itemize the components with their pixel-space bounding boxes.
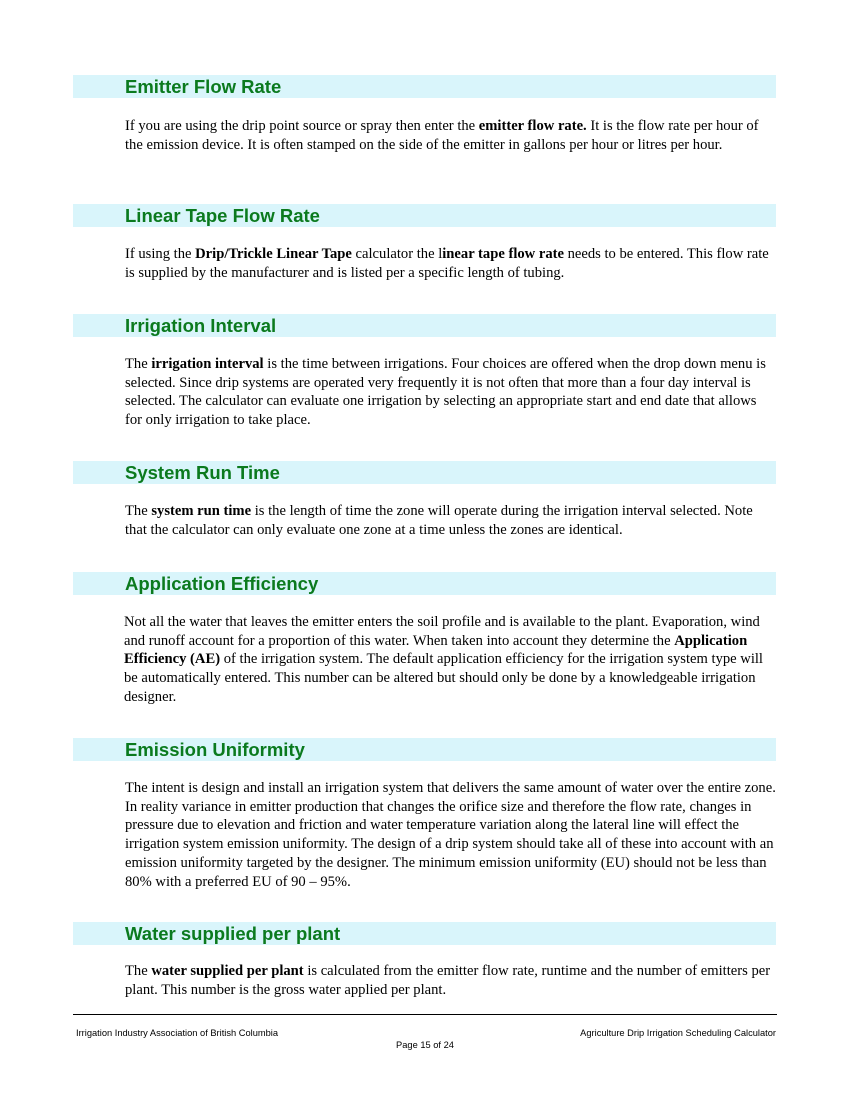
section-heading-band: System Run Time bbox=[73, 461, 776, 484]
bold-term: Application Efficiency (AE) bbox=[124, 632, 748, 668]
section-paragraph: Not all the water that leaves the emitte… bbox=[124, 613, 776, 707]
footer-page-number: Page 15 of 24 bbox=[396, 1040, 454, 1050]
section-heading: System Run Time bbox=[125, 462, 280, 483]
section-heading-band: Application Efficiency bbox=[73, 572, 776, 595]
section-heading: Emitter Flow Rate bbox=[125, 76, 282, 97]
paragraph-text: is the time between irrigations. Four ch… bbox=[125, 356, 766, 429]
section-paragraph: The irrigation interval is the time betw… bbox=[125, 355, 777, 430]
section-paragraph: If you are using the drip point source o… bbox=[125, 117, 777, 154]
section-heading: Linear Tape Flow Rate bbox=[125, 205, 320, 226]
section-paragraph: The intent is design and install an irri… bbox=[125, 779, 777, 891]
section-heading: Irrigation Interval bbox=[125, 315, 277, 336]
section-heading-band: Irrigation Interval bbox=[73, 314, 776, 337]
paragraph-text: is the length of time the zone will oper… bbox=[125, 503, 753, 538]
section-heading-band: Emission Uniformity bbox=[73, 738, 776, 761]
paragraph-text: The intent is design and install an irri… bbox=[125, 780, 776, 890]
section-heading: Emission Uniformity bbox=[125, 739, 305, 760]
section-paragraph: If using the Drip/Trickle Linear Tape ca… bbox=[125, 245, 777, 282]
footer-organization: Irrigation Industry Association of Briti… bbox=[76, 1028, 279, 1038]
bold-term: inear tape flow rate bbox=[442, 246, 564, 262]
section-heading: Water supplied per plant bbox=[125, 923, 341, 944]
section-heading-band: Emitter Flow Rate bbox=[73, 75, 776, 98]
paragraph-text: The bbox=[125, 356, 152, 372]
section-heading-band: Water supplied per plant bbox=[73, 922, 776, 945]
section-paragraph: The water supplied per plant is calculat… bbox=[125, 962, 777, 999]
paragraph-text: The bbox=[125, 503, 152, 519]
footer-rule bbox=[73, 1014, 777, 1015]
footer-document-title: Agriculture Drip Irrigation Scheduling C… bbox=[580, 1028, 776, 1038]
section-heading-band: Linear Tape Flow Rate bbox=[73, 204, 776, 227]
paragraph-text: Not all the water that leaves the emitte… bbox=[124, 614, 760, 649]
paragraph-text: If you are using the drip point source o… bbox=[125, 118, 479, 134]
paragraph-text: of the irrigation system. The default ap… bbox=[124, 651, 763, 705]
paragraph-text: calculator the l bbox=[351, 246, 443, 262]
bold-term: irrigation interval bbox=[151, 356, 264, 372]
paragraph-text: It is the flow rate per hour of the emis… bbox=[125, 118, 759, 153]
bold-term: water supplied per plant bbox=[151, 963, 304, 979]
section-heading: Application Efficiency bbox=[125, 573, 319, 594]
paragraph-text: The bbox=[125, 963, 152, 979]
section-paragraph: The system run time is the length of tim… bbox=[125, 502, 777, 539]
bold-term: emitter flow rate. bbox=[478, 118, 587, 134]
bold-term: system run time bbox=[151, 503, 252, 519]
paragraph-text: is calculated from the emitter flow rate… bbox=[125, 963, 771, 998]
paragraph-text: needs to be entered. This flow rate is s… bbox=[125, 246, 769, 281]
bold-term: Drip/Trickle Linear Tape bbox=[195, 246, 352, 262]
paragraph-text: If using the bbox=[125, 246, 196, 262]
